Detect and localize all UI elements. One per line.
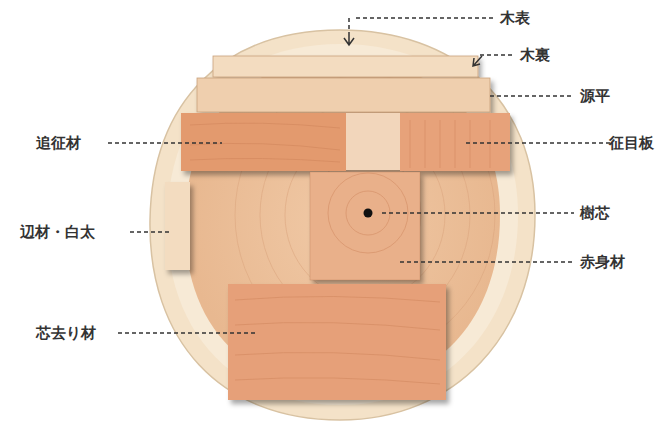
board-grain (190, 120, 490, 384)
part-label: 征目板 (609, 133, 654, 153)
part-label: 木裏 (520, 45, 550, 65)
leader-lines (108, 18, 610, 333)
wood-pieces (165, 56, 510, 400)
sapwood-ring (167, 44, 518, 405)
bark-outline (150, 30, 535, 420)
part-label: 源平 (580, 86, 610, 106)
part-label: 辺材・白太 (20, 222, 95, 242)
part-label: 芯去り材 (36, 323, 96, 343)
part-label: 樹芯 (580, 203, 610, 223)
arrows (344, 36, 482, 66)
part-label: 赤身材 (580, 252, 625, 272)
part-label: 追征材 (36, 133, 81, 153)
part-label: 木表 (500, 8, 530, 28)
pith-dot (364, 209, 373, 218)
